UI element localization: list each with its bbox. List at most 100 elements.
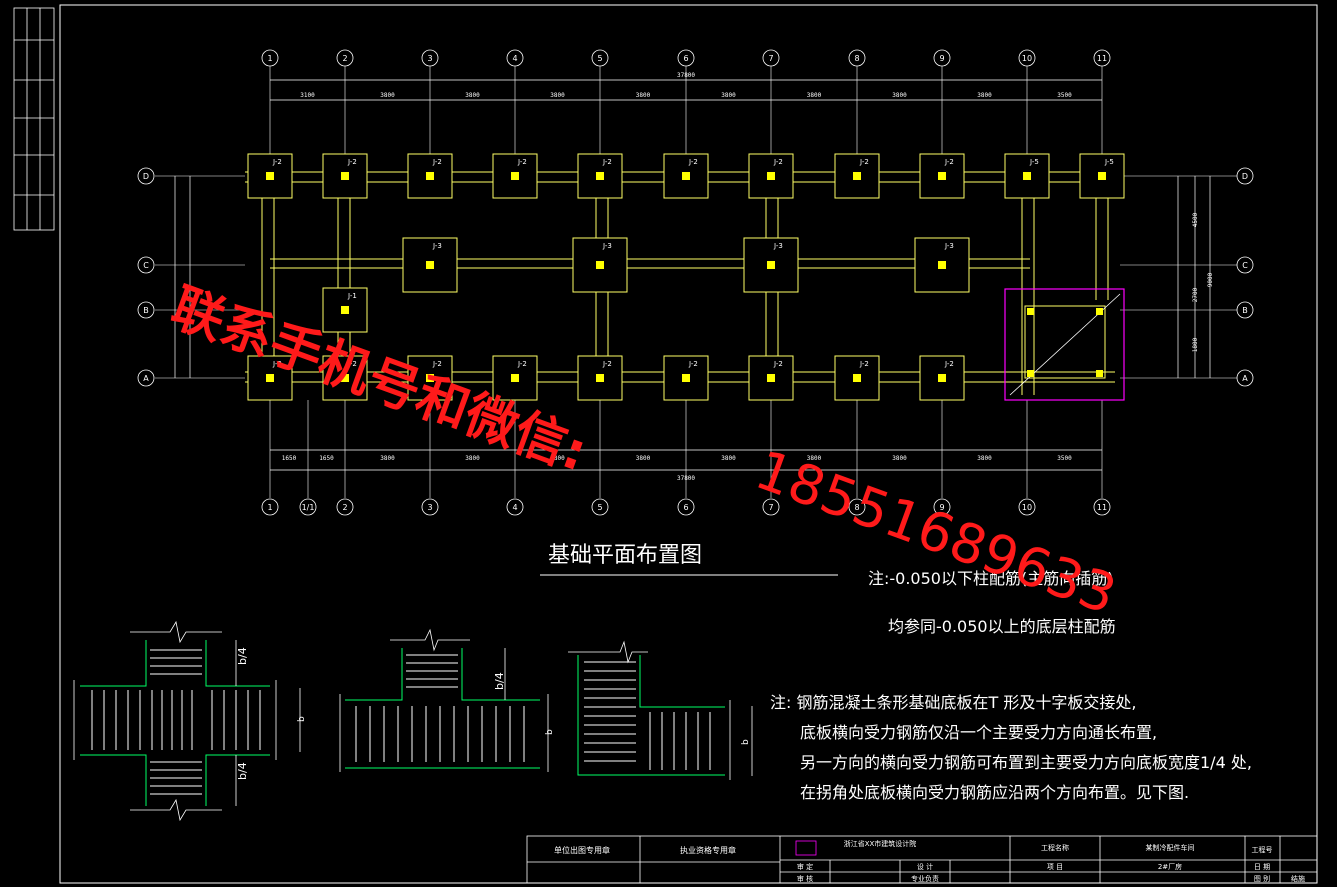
axis-bottom-5: 5: [591, 498, 609, 516]
svg-text:5: 5: [597, 54, 602, 63]
svg-text:1: 1: [267, 54, 272, 63]
svg-text:6: 6: [683, 54, 688, 63]
svg-text:7: 7: [768, 503, 773, 512]
axis-bottom-2: 2: [336, 498, 354, 516]
dim-bottom-span: 3800: [465, 455, 480, 462]
detail-t-bars: [355, 654, 525, 762]
svg-text:J-2: J-2: [517, 158, 527, 166]
axis-top-2: 2: [336, 49, 354, 67]
axis-bottom-6: 6: [677, 498, 695, 516]
title-role-4: 专业负责: [911, 874, 939, 883]
svg-text:C: C: [1242, 261, 1248, 270]
svg-text:11: 11: [1097, 503, 1107, 512]
dim-right-span: 2700: [1192, 287, 1199, 302]
title-role-3: 设 计: [917, 862, 933, 871]
footing-d-3: J-2: [407, 153, 453, 199]
svg-text:J-2: J-2: [944, 360, 954, 368]
dim-bottom-span: 1650: [282, 455, 297, 462]
note-strip-footing: 注: 钢筋混凝土条形基础底板在T 形及十字板交接处,底板横向受力钢筋仅沿一个主要…: [770, 693, 1252, 802]
detail-cross-junction: [80, 640, 270, 806]
title-institute: 浙江省XX市建筑设计院: [844, 839, 917, 848]
svg-text:7: 7: [768, 54, 773, 63]
special-footing-region: [1004, 288, 1125, 401]
dim-top-span: 3800: [380, 92, 395, 99]
title-date-label: 日 期: [1254, 863, 1270, 871]
svg-text:3: 3: [427, 54, 432, 63]
footing-a-2: J-2: [322, 355, 368, 401]
binding-strip: [13, 7, 55, 231]
title-field-1: 项 目: [1047, 863, 1063, 871]
dim-right-span: 1800: [1192, 337, 1199, 352]
detail-label-width-3: b: [741, 739, 751, 745]
svg-text:J-2: J-2: [347, 360, 357, 368]
svg-text:J-5: J-5: [1104, 158, 1114, 166]
svg-text:J-3: J-3: [773, 242, 783, 250]
title-project-label: 工程名称: [1041, 843, 1069, 852]
axis-top-1: 1: [261, 49, 279, 67]
axis-bottom-10: 10: [1018, 498, 1036, 516]
axis-right-A: A: [1236, 369, 1254, 387]
axis-top-9: 9: [933, 49, 951, 67]
dim-bottom-total: 37800: [677, 475, 695, 482]
dim-top-span: 3800: [550, 92, 565, 99]
svg-text:J-3: J-3: [432, 242, 442, 250]
footing-a-1: J-2: [247, 355, 293, 401]
svg-text:1/1: 1/1: [302, 503, 315, 512]
svg-text:J-3: J-3: [944, 242, 954, 250]
footing-d-4: J-2: [492, 153, 538, 199]
title-figure-value: 结施: [1291, 874, 1305, 883]
footing-d-7: J-2: [748, 153, 794, 199]
axis-top-3: 3: [421, 49, 439, 67]
detail-corner: [577, 655, 725, 776]
svg-text:D: D: [143, 172, 149, 181]
title-drawing-no-label: 工程号: [1252, 845, 1273, 854]
detail-label-width-2: b: [545, 729, 555, 735]
svg-text:B: B: [143, 306, 149, 315]
footing-c-3: J-3: [743, 237, 799, 293]
dim-bottom-span: 3800: [807, 455, 822, 462]
svg-text:8: 8: [854, 54, 859, 63]
footing-a-8: J-2: [834, 355, 880, 401]
footing-d-6: J-2: [663, 153, 709, 199]
detail-cross-frame: [73, 620, 301, 822]
svg-text:C: C: [143, 261, 149, 270]
footing-d-2: J-2: [322, 153, 368, 199]
footing-b-1: J-1: [322, 287, 368, 333]
dim-bottom-span: 3800: [892, 455, 907, 462]
axis-bottom-11: 11: [1093, 498, 1111, 516]
title-sub-project: 2#厂房: [1158, 862, 1182, 871]
axis-top-5: 5: [591, 49, 609, 67]
axis-top-10: 10: [1018, 49, 1036, 67]
svg-text:J-2: J-2: [859, 158, 869, 166]
svg-text:D: D: [1242, 172, 1248, 181]
detail-label-quarter-3: b/4: [493, 672, 506, 690]
dim-bottom-span: 3800: [977, 455, 992, 462]
axis-bottom-1: 1: [261, 498, 279, 516]
title-cell-1: 单位出图专用章: [554, 845, 610, 855]
title-figure-label: 图 别: [1254, 874, 1270, 883]
svg-text:J-2: J-2: [272, 360, 282, 368]
detail-label-quarter-1: b/4: [236, 647, 249, 665]
footing-a-4: J-2: [492, 355, 538, 401]
svg-text:J-2: J-2: [602, 158, 612, 166]
axis-right-D: D: [1236, 167, 1254, 185]
dim-top-span: 3800: [892, 92, 907, 99]
detail-label-width-1: b: [297, 716, 307, 722]
detail-t-frame: [339, 628, 549, 772]
dim-top-span: 3800: [721, 92, 736, 99]
svg-text:J-2: J-2: [944, 158, 954, 166]
svg-text:11: 11: [1097, 54, 1107, 63]
svg-text:J-2: J-2: [517, 360, 527, 368]
footing-d-9: J-2: [919, 153, 965, 199]
svg-text:J-2: J-2: [432, 158, 442, 166]
footing-a-7: J-2: [748, 355, 794, 401]
note-strip-line: 注: 钢筋混凝土条形基础底板在T 形及十字板交接处,: [770, 693, 1136, 712]
footing-d-10: J-5: [1004, 153, 1050, 199]
axis-left-A: A: [137, 369, 155, 387]
